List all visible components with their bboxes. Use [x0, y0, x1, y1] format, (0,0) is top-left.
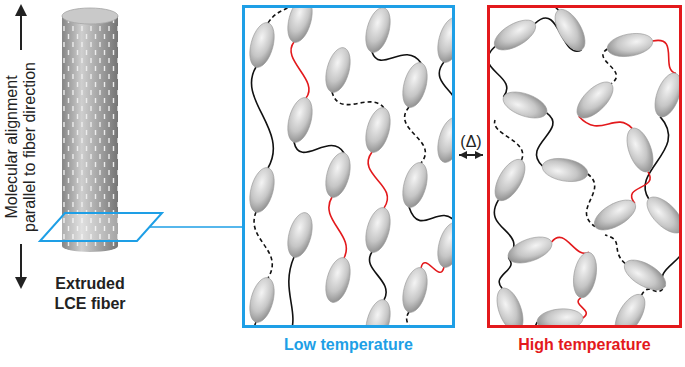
- panel-caption: Extruded LCE fiber: [45, 274, 135, 314]
- edge-label-holder: (Δ): [460, 132, 481, 151]
- high-temperature-network: [490, 8, 679, 325]
- panel-caption: High temperature: [518, 335, 650, 355]
- illustration-path: [586, 174, 595, 227]
- illustration-use: [590, 194, 641, 236]
- illustration-path: [605, 235, 625, 264]
- illustration-use: [433, 220, 452, 270]
- illustration-path: [653, 40, 676, 73]
- illustration-use: [283, 210, 316, 260]
- illustration-path: [291, 42, 309, 98]
- illustration-path: [372, 52, 421, 63]
- illustration-use: [245, 275, 278, 325]
- heating-cooling-arrow: [459, 154, 483, 156]
- illustration-use: [361, 105, 394, 155]
- illustration-path: [332, 92, 384, 108]
- illustration-g: [245, 8, 452, 325]
- illustration-use: [433, 15, 452, 65]
- zoom-line: [150, 226, 242, 228]
- illustration-path: [254, 212, 272, 278]
- illustration-use: [321, 255, 354, 305]
- illustration-use: [650, 70, 679, 121]
- illustration-use: [245, 165, 278, 215]
- illustration-path: [407, 312, 414, 325]
- illustration-use: [605, 30, 654, 60]
- illustration-path: [409, 207, 452, 223]
- illustration-path: [405, 107, 426, 163]
- illustration-use: [321, 45, 354, 95]
- cylinder-body: [62, 16, 118, 246]
- illustration-path: [499, 258, 511, 289]
- illustration-g: [490, 8, 679, 325]
- illustration-use: [433, 115, 452, 165]
- illustration-path: [490, 47, 507, 98]
- illustration-use: [536, 307, 584, 325]
- cross-section-plane: [40, 213, 162, 241]
- illustration-use: [492, 285, 528, 325]
- illustration-path: [439, 62, 452, 118]
- illustration-use: [398, 60, 431, 110]
- illustration-use: [500, 87, 551, 123]
- illustration-path: [329, 197, 347, 258]
- illustration-use: [570, 250, 600, 299]
- axis-annotation: Molecular alignment parallel to fiber di…: [3, 57, 39, 237]
- fiber-cylinder: Extruded LCE fiber: [62, 8, 118, 252]
- label-holder: Molecular alignment parallel to fiber di…: [0, 129, 111, 165]
- illustration-use: [490, 14, 540, 56]
- illustration-use: [361, 297, 394, 325]
- high-temperature-panel: High temperature: [487, 5, 682, 328]
- illustration-use: [641, 191, 679, 239]
- illustration-use: [245, 20, 278, 70]
- illustration-path: [369, 252, 386, 300]
- illustration-g: [490, 8, 679, 325]
- illustration-polygon: [15, 4, 27, 16]
- illustration-use: [540, 155, 589, 185]
- illustration-path: [495, 120, 523, 160]
- illustration-path: [294, 142, 344, 153]
- illustration-use: [490, 155, 531, 206]
- illustration-path: [579, 116, 632, 128]
- illustration-line: [20, 244, 22, 277]
- illustration-path: [552, 237, 589, 253]
- illustration-path: [536, 113, 553, 166]
- illustration-use: [609, 290, 651, 325]
- illustration-use: [398, 160, 431, 210]
- illustration-use: [361, 205, 394, 255]
- edge-label: (Δ): [460, 132, 481, 151]
- illustration-use: [283, 95, 316, 145]
- illustration-polygon: [15, 277, 27, 289]
- illustration-path: [632, 172, 651, 204]
- illustration-path: [368, 152, 387, 208]
- illustration-use: [361, 8, 394, 55]
- illustration-path: [289, 257, 294, 325]
- illustration-line: [20, 16, 22, 50]
- illustration-use: [505, 232, 556, 268]
- cylinder-top: [62, 8, 118, 24]
- illustration-use: [398, 265, 431, 315]
- illustration-use: [549, 8, 591, 55]
- illustration-use: [283, 8, 316, 45]
- illustration-use: [620, 254, 671, 296]
- panel-caption: Low temperature: [284, 335, 413, 355]
- illustration-g: [251, 8, 452, 325]
- low-temperature-network: [245, 8, 452, 325]
- low-temperature-panel: Low temperature: [242, 5, 455, 328]
- illustration-use: [622, 125, 658, 176]
- illustration-use: [321, 150, 354, 200]
- illustration-use: [571, 76, 619, 124]
- illustration-path: [251, 67, 273, 168]
- fiber-cylinder-shape: [62, 8, 118, 252]
- illustration-path: [662, 231, 679, 286]
